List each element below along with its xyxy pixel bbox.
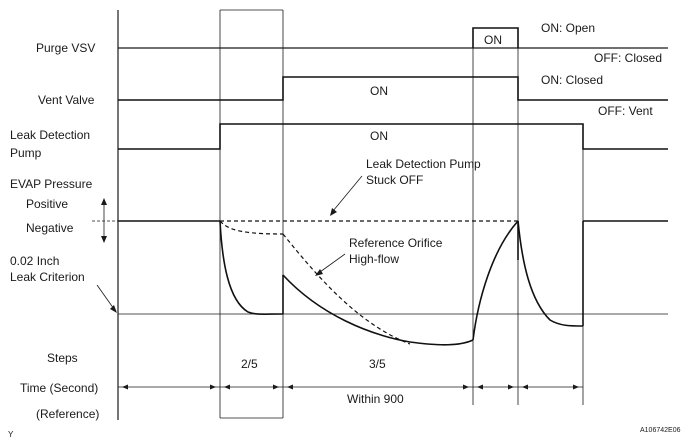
negative-label: Negative — [26, 221, 74, 235]
orifice-dashed-curve-a — [219, 220, 284, 235]
step-b-label: 3/5 — [369, 357, 386, 371]
step-a-label: 2/5 — [241, 357, 258, 371]
vent-valve-label: Vent Valve — [38, 93, 95, 107]
vent-valve-signal — [118, 76, 668, 101]
stuck-off-pointer — [330, 175, 363, 216]
stuck-off-label-1: Leak Detection Pump — [366, 157, 481, 171]
vent-pulse-label: ON — [370, 84, 388, 98]
criterion-label-2: Leak Criterion — [10, 270, 85, 284]
vent-on-state-label: ON: Closed — [541, 73, 603, 87]
orifice-dashed-curve-b — [282, 233, 411, 345]
purge-on-state-label: ON: Open — [541, 21, 595, 35]
step-boundaries — [219, 9, 584, 419]
pump-pulse-label: ON — [370, 129, 388, 143]
evap-pressure-label: EVAP Pressure — [10, 177, 93, 191]
positive-label: Positive — [26, 197, 68, 211]
vent-off-state-label: OFF: Vent — [598, 104, 653, 118]
time-axis-arrows — [118, 384, 583, 390]
time-label: Time (Second) — [20, 381, 98, 395]
steps-label: Steps — [47, 351, 78, 365]
orifice-pointer — [315, 253, 346, 276]
stuck-off-label-2: Stuck OFF — [366, 173, 423, 187]
leak-pump-label-2: Pump — [10, 146, 42, 160]
orifice-label-1: Reference Orifice — [349, 236, 443, 250]
corner-mark: Y — [8, 430, 14, 439]
evap-pressure-signal — [118, 220, 668, 346]
reference-label: (Reference) — [36, 407, 99, 421]
figure-code: A106742E06 — [640, 427, 681, 434]
criterion-label-1: 0.02 Inch — [10, 254, 59, 268]
within-900-label: Within 900 — [347, 392, 404, 406]
orifice-label-2: High-flow — [349, 252, 399, 266]
purge-off-state-label: OFF: Closed — [594, 51, 662, 65]
pressure-direction-arrow — [101, 198, 107, 243]
leak-pump-label-1: Leak Detection — [10, 128, 90, 142]
purge-vsv-label: Purge VSV — [36, 41, 95, 55]
purge-pulse-label: ON — [484, 33, 502, 47]
leak-pump-signal — [118, 123, 668, 150]
criterion-pointer-arrow — [96, 284, 117, 313]
purge-vsv-signal — [472, 27, 519, 48]
